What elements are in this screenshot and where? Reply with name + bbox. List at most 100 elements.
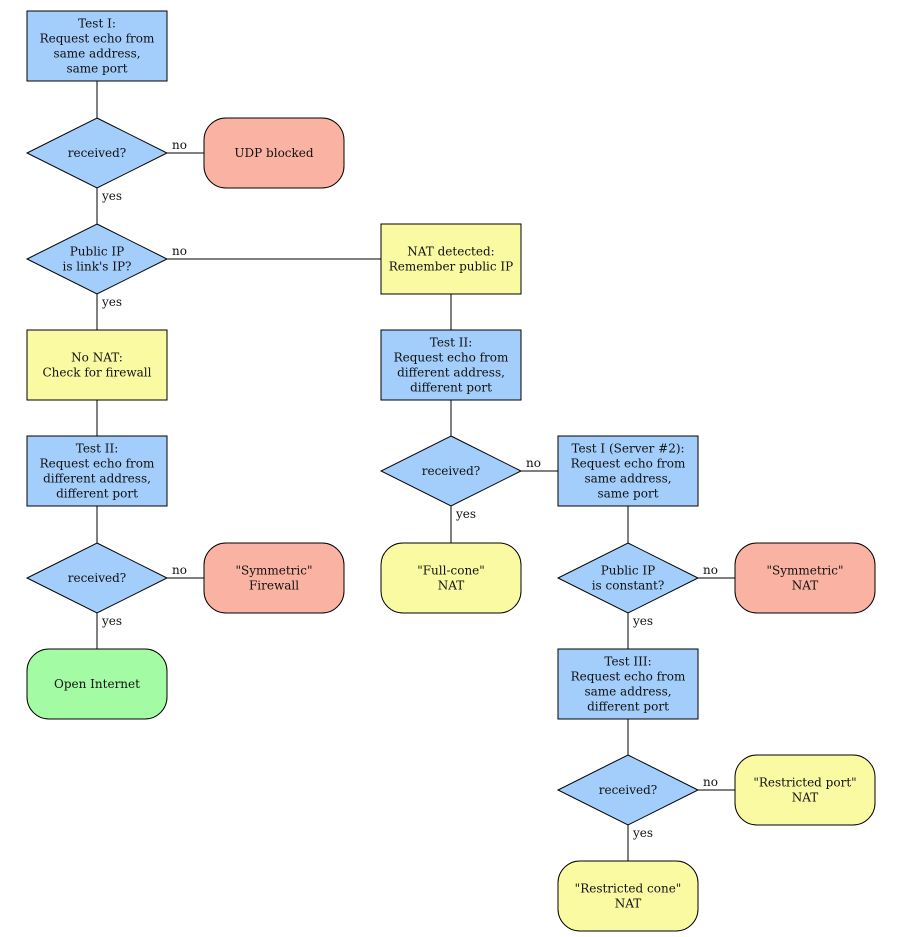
edge-pubip-to-nonat: yes: [96, 294, 122, 330]
edge-label-no: no: [526, 456, 541, 470]
node-fullcone: "Full-cone"NAT: [380, 542, 522, 614]
node-label-line: different address,: [43, 472, 151, 486]
node-label-line: "Full-cone": [417, 564, 485, 578]
edge-recv3-to-rescone: yes: [627, 825, 653, 861]
node-label-line: Request echo from: [571, 670, 686, 684]
process-box: [26, 10, 168, 82]
node-label-line: Test I:: [78, 17, 116, 31]
node-label-line: Test I (Server #2):: [571, 442, 684, 456]
node-label-line: NAT: [792, 791, 819, 805]
node-test1s2: Test I (Server #2):Request echo fromsame…: [557, 435, 699, 507]
edge-recv1-to-pubip: yes: [96, 188, 122, 224]
decision-diamond: [25, 223, 169, 295]
node-label-line: same address,: [584, 472, 671, 486]
edge-pubconst-to-symnat: no: [698, 563, 735, 579]
node-label-line: received?: [68, 146, 127, 160]
node-label-line: same address,: [53, 47, 140, 61]
node-label-line: Request echo from: [571, 457, 686, 471]
edge-label-no: no: [172, 244, 187, 258]
node-resport: "Restricted port"NAT: [734, 754, 876, 826]
node-label-line: Test II:: [76, 442, 119, 456]
edge-recv2b-to-fullcone: yes: [450, 506, 476, 543]
node-udp: UDP blocked: [203, 117, 345, 189]
result-terminal: [203, 117, 345, 189]
node-label-line: Check for firewall: [43, 366, 152, 380]
node-label-line: Test II:: [430, 336, 473, 350]
node-label-line: "Symmetric": [766, 564, 843, 578]
node-label-line: NAT detected:: [407, 245, 494, 259]
node-label-line: same port: [66, 62, 127, 76]
process-box: [557, 435, 699, 507]
process-box: [26, 435, 168, 507]
node-label-line: Request echo from: [40, 32, 155, 46]
edge-label-no: no: [703, 775, 718, 789]
node-label-line: Request echo from: [40, 457, 155, 471]
edge-recv3-to-resport: no: [698, 775, 735, 791]
result-terminal: [203, 542, 345, 614]
decision-diamond: [25, 542, 169, 614]
edge-recv2a-to-open: yes: [96, 613, 122, 649]
edge-recv2b-to-test1s2: no: [521, 456, 558, 472]
node-label-line: is constant?: [592, 579, 665, 593]
node-label-line: Open Internet: [54, 677, 140, 691]
edge-label-no: no: [703, 563, 718, 577]
result-terminal: [380, 542, 522, 614]
result-terminal: [734, 754, 876, 826]
node-open: Open Internet: [26, 648, 168, 720]
process-box: [26, 329, 168, 401]
process-box: [557, 648, 699, 720]
node-rescone: "Restricted cone"NAT: [557, 860, 699, 932]
result-terminal: [557, 860, 699, 932]
decision-diamond: [556, 754, 700, 826]
edge-pubconst-to-test3: yes: [627, 613, 653, 649]
decision-diamond: [379, 435, 523, 507]
edge-recv1-to-udp: no: [167, 138, 204, 154]
node-label-line: "Symmetric": [235, 564, 312, 578]
edge-label-yes: yes: [101, 614, 122, 628]
node-recv2b: received?: [379, 435, 523, 507]
node-label-line: different port: [56, 487, 138, 501]
node-symfw: "Symmetric"Firewall: [203, 542, 345, 614]
node-label-line: UDP blocked: [234, 146, 313, 160]
node-label-line: is link's IP?: [62, 260, 131, 274]
node-label-line: Public IP: [70, 245, 125, 259]
node-label-line: Firewall: [249, 579, 299, 593]
node-label-line: received?: [68, 571, 127, 585]
node-label-line: NAT: [615, 897, 642, 911]
process-box: [380, 223, 522, 295]
node-label-line: Public IP: [601, 564, 656, 578]
edge-label-yes: yes: [101, 295, 122, 309]
edge-pubip-to-natdet: no: [167, 244, 381, 260]
node-label-line: Test III:: [604, 655, 651, 669]
node-label-line: same port: [597, 487, 658, 501]
node-nonat: No NAT:Check for firewall: [26, 329, 168, 401]
edge-recv2a-to-symfw: no: [167, 563, 204, 579]
edge-label-yes: yes: [455, 507, 476, 521]
node-label-line: NAT: [438, 579, 465, 593]
node-label-line: same address,: [584, 685, 671, 699]
result-terminal: [26, 648, 168, 720]
node-label-line: different address,: [397, 366, 505, 380]
node-recv1: received?: [25, 117, 169, 189]
node-symnat: "Symmetric"NAT: [734, 542, 876, 614]
edge-label-yes: yes: [632, 826, 653, 840]
node-recv2a: received?: [25, 542, 169, 614]
node-label-line: NAT: [792, 579, 819, 593]
edge-label-no: no: [172, 563, 187, 577]
connectors: no yes no yes no yes no yes no yes no yes: [96, 81, 735, 861]
node-label-line: "Restricted cone": [575, 882, 682, 896]
node-label-line: received?: [422, 464, 481, 478]
node-label-line: Request echo from: [394, 351, 509, 365]
node-label-line: received?: [599, 783, 658, 797]
edge-label-yes: yes: [101, 189, 122, 203]
decision-diamond: [556, 542, 700, 614]
node-label-line: Remember public IP: [389, 260, 513, 274]
node-recv3: received?: [556, 754, 700, 826]
node-natdet: NAT detected:Remember public IP: [380, 223, 522, 295]
